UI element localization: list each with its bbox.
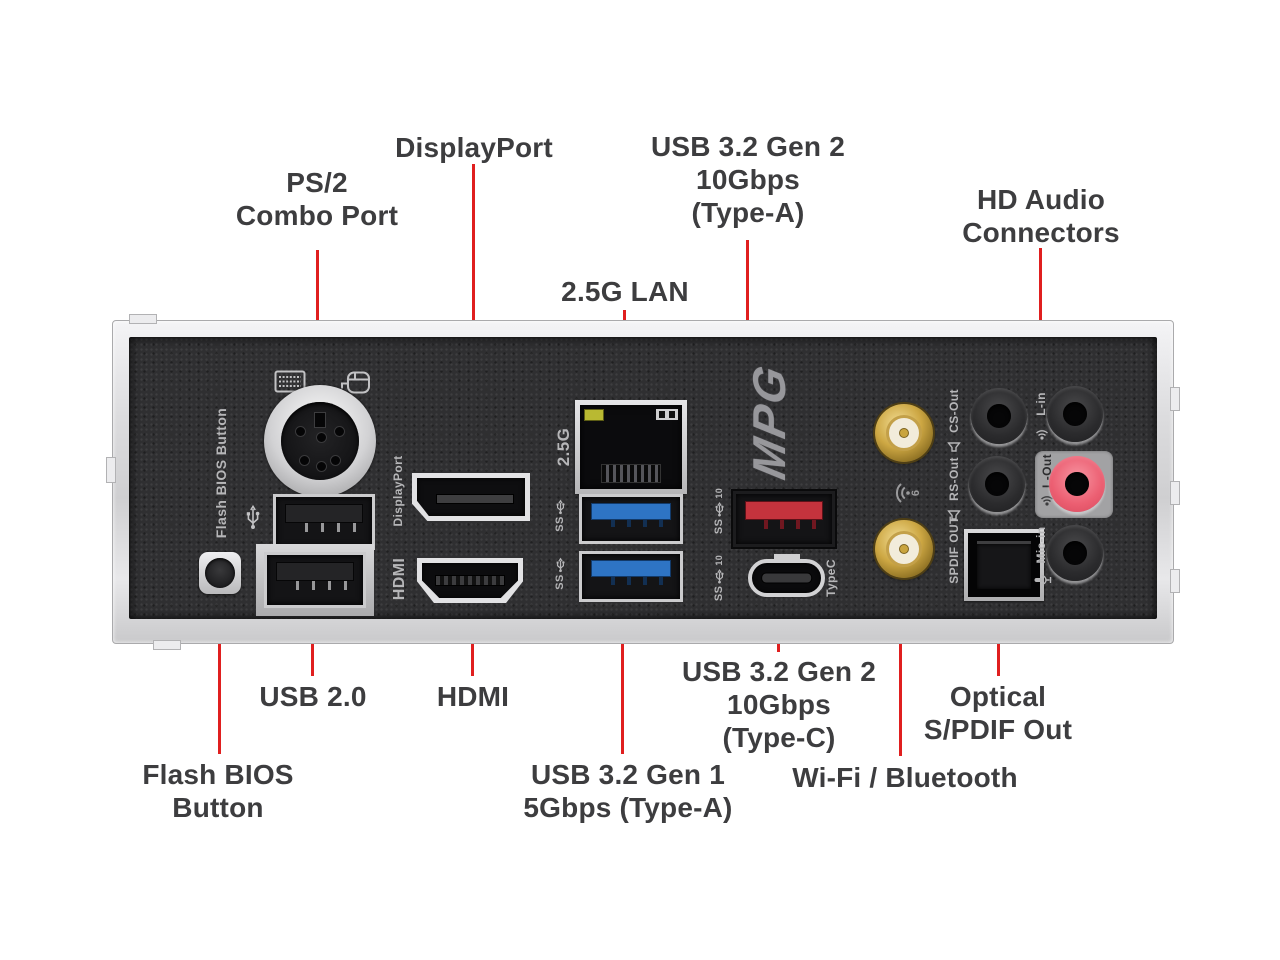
spdif-silkscreen: SPDIF OUT: [947, 516, 961, 584]
callout-lan: 2.5G LAN: [495, 275, 755, 308]
svg-text:6: 6: [910, 490, 920, 496]
optical-spdif-port: [964, 529, 1044, 601]
usb2-port-top: [273, 494, 375, 550]
ps2-combo-port: [264, 385, 376, 497]
hdmi-silkscreen: HDMI: [391, 557, 408, 601]
leader-wifi: [899, 600, 902, 756]
usb2-port-bottom-bezel: [256, 544, 374, 616]
shield-tab: [106, 457, 116, 483]
callout-line: Button: [172, 792, 264, 823]
leader-displayport: [472, 164, 475, 472]
callout-line: Wi-Fi / Bluetooth: [792, 762, 1018, 793]
mouse-icon: [341, 369, 371, 402]
lan-speed-silkscreen: 2.5G: [554, 427, 573, 467]
superspeed-usb-icon: SS: [554, 556, 566, 590]
mic-in-silkscreen: Mic-in: [1034, 526, 1048, 564]
typec-silkscreen: TypeC: [824, 559, 838, 597]
wifi-antenna-connector-top: [875, 404, 933, 462]
callout-line: DisplayPort: [395, 132, 553, 163]
lan-port: [575, 400, 687, 494]
microphone-icon: [1034, 573, 1053, 587]
callout-usb32-gen2-typec: USB 3.2 Gen 2 10Gbps (Type-C): [649, 655, 909, 754]
callout-line: USB 2.0: [259, 681, 367, 712]
callout-line: HDMI: [436, 681, 510, 712]
callout-optical-spdif: Optical S/PDIF Out: [868, 680, 1128, 746]
callout-line: S/PDIF Out: [923, 714, 1073, 745]
callout-line: USB 3.2 Gen 2: [650, 131, 845, 162]
wifi-6-icon: 6: [890, 478, 920, 508]
callout-line: 2.5G LAN: [561, 276, 689, 307]
callout-line: 10Gbps: [727, 689, 831, 720]
callout-line: Connectors: [962, 217, 1120, 248]
lan-indicator: [656, 409, 678, 420]
lan-led: [584, 409, 604, 421]
shield-tab: [1170, 481, 1180, 505]
shield-tab: [153, 640, 181, 650]
callout-usb32-gen2-typea: USB 3.2 Gen 2 10Gbps (Type-A): [618, 130, 878, 229]
cs-out-jack: [971, 388, 1027, 444]
callout-line: USB 3.2 Gen 1: [530, 759, 725, 790]
flash-bios-silkscreen: Flash BIOS Button: [213, 407, 229, 539]
wifi-antenna-connector-bottom: [875, 520, 933, 578]
displayport-silkscreen: DisplayPort: [391, 455, 405, 527]
usb2-port-bottom: [264, 552, 366, 608]
callout-line: Combo Port: [235, 200, 399, 231]
shield-tab: [1170, 569, 1180, 593]
callout-hdmi: HDMI: [343, 680, 603, 713]
callout-line: PS/2: [286, 167, 348, 198]
callout-ps2-combo-port: PS/2 Combo Port: [187, 166, 447, 232]
cs-out-silkscreen: CS-Out: [947, 389, 961, 433]
keyboard-icon: [274, 370, 306, 398]
line-in-jack: [1047, 386, 1103, 442]
usb32-gen2-typec-port: [748, 554, 825, 597]
leader-flash-bios: [218, 598, 221, 754]
rs-out-silkscreen: RS-Out: [947, 457, 961, 501]
mpg-logo: MPG: [743, 358, 795, 484]
callout-line: Optical: [949, 681, 1047, 712]
callout-line: USB 3.2 Gen 2: [681, 656, 876, 687]
usb-trident-icon: [244, 504, 262, 530]
hdmi-port: [417, 558, 523, 603]
shield-tab: [1170, 387, 1180, 411]
superspeed-10-usb-icon: SS 10: [713, 487, 725, 535]
callout-hd-audio: HD Audio Connectors: [911, 183, 1171, 249]
callout-line: (Type-C): [722, 722, 836, 753]
callout-line: (Type-A): [691, 197, 805, 228]
callout-line: 10Gbps: [696, 164, 800, 195]
io-shield: Flash BIOS Button DisplayPort HDMI 2.5G: [106, 314, 1180, 650]
callout-line: 5Gbps (Type-A): [523, 792, 733, 823]
speaker-icon: [947, 438, 961, 453]
audio-waves-icon: [1034, 429, 1050, 445]
usb32-gen2-typea-port: [733, 491, 835, 547]
callout-line: Flash BIOS: [142, 759, 294, 790]
flash-bios-button: [199, 552, 241, 594]
superspeed-usb-icon: SS: [554, 498, 566, 532]
callout-displayport: DisplayPort: [344, 131, 604, 164]
callout-usb31-gen1: USB 3.2 Gen 1 5Gbps (Type-A): [468, 758, 788, 824]
usb3-gen1-port-bottom: [579, 551, 683, 602]
ps2-socket: [281, 402, 359, 480]
line-out-jack: [1049, 456, 1105, 512]
mic-in-jack: [1047, 525, 1103, 581]
audio-waves-icon: [1039, 495, 1055, 511]
callout-usb20: USB 2.0: [183, 680, 443, 713]
rs-out-jack: [969, 456, 1025, 512]
callout-wifi-bluetooth: Wi-Fi / Bluetooth: [745, 761, 1065, 794]
superspeed-10-usb-icon: SS 10: [713, 554, 725, 602]
callout-flash-bios: Flash BIOS Button: [88, 758, 348, 824]
displayport-port: [412, 473, 530, 521]
leader-hd-audio: [1039, 248, 1042, 386]
speaker-icon: [947, 506, 961, 521]
leader-usb31-gen1: [621, 602, 624, 754]
shield-tab: [129, 314, 157, 324]
usb3-gen1-port-top: [579, 494, 683, 544]
callout-line: HD Audio: [976, 184, 1106, 215]
l-in-silkscreen: L-in: [1034, 392, 1048, 416]
